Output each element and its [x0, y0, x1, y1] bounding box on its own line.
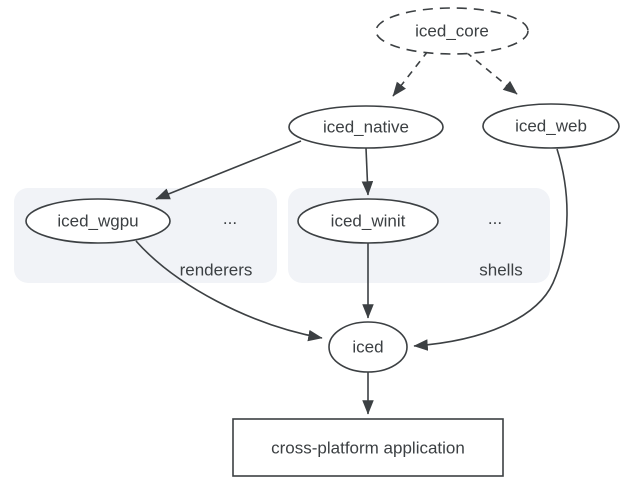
node-iced-web: [482, 103, 620, 149]
node-cross-platform-application: [232, 418, 504, 477]
node-iced-native: [288, 105, 444, 149]
edge-iced-native-to-iced-wgpu: [155, 140, 302, 200]
edge-iced-native-to-iced-winit: [361, 147, 374, 196]
node-iced-native-label: iced_native: [323, 118, 409, 137]
node-iced-winit-label: iced_winit: [331, 212, 406, 231]
edge-iced-web-to-iced: [413, 148, 568, 351]
node-iced-wgpu-label: iced_wgpu: [57, 212, 138, 231]
node-iced-label: iced: [352, 338, 383, 357]
node-iced-core-label: iced_core: [415, 22, 489, 41]
edge-iced-wgpu-to-iced: [135, 240, 323, 342]
node-iced-web-label: iced_web: [515, 117, 587, 136]
renderers-ellipsis: ...: [223, 209, 237, 228]
edge-iced-core-to-iced-web: [465, 51, 518, 95]
shells-ellipsis: ...: [488, 209, 502, 228]
node-iced-core: [375, 7, 529, 55]
edge-iced-core-to-iced-native: [392, 50, 429, 97]
renderers-group-label: renderers: [180, 261, 253, 280]
node-cross-platform-application-label: cross-platform application: [271, 439, 465, 458]
node-iced-winit: [297, 198, 439, 244]
shells-group-label: shells: [479, 261, 522, 280]
node-iced-wgpu: [25, 198, 171, 244]
node-iced: [328, 321, 408, 373]
